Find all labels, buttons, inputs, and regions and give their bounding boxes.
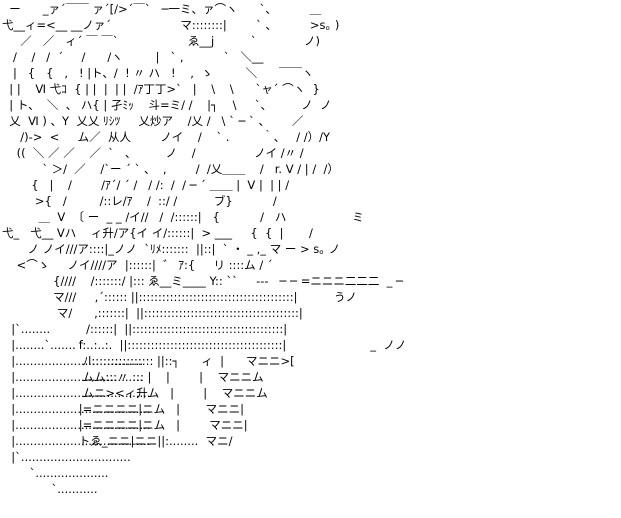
ascii-art-dot-line: |`........: [4, 322, 51, 336]
ascii-art-line: (( ＼ ／ ／ ／ ` 、 ノ / ノイ /〃 /: [2, 146, 304, 160]
ascii-art-dot-line: |.....................................: [4, 386, 151, 400]
ascii-art-dot-line: |.....................................: [4, 402, 151, 416]
ascii-art-dot-line: |`..............................: [4, 450, 131, 464]
ascii-art-line: トゑ_ニニ|ニニ||:........ マニ/: [2, 434, 233, 448]
ascii-art-line: ／ ／ ィ´ ￣ ￣` ゑ__j ` ノ): [2, 34, 320, 48]
ascii-art-dot-line: |........`.......: [4, 338, 76, 352]
ascii-art-line: /)-> < ム／ 从人 ノイ / ` . ｀、 / /）/Y: [2, 130, 331, 144]
ascii-art-line: ムニ><ィ升ム | | マニニム: [2, 386, 268, 400]
ascii-art-line: ノ ノイ///ア::::|_ノノ `ﾘﾒ::::::: ||::| ` ・ _ …: [2, 242, 341, 256]
ascii-art-line: >{ / /::レ/ｱ / ::/ / ブ} /: [2, 194, 277, 208]
ascii-art-text: ー _ァ´￣￣ ァ´[/>´￣` ─一ミ、ァ⌒ヽ `、 ＿ 弋__ィ=<__ _…: [2, 1, 406, 449]
ascii-art-line: <⌒ゝ ノイ////ア |::::::| ゛ ｱ:{ リ ::::ム / ´: [2, 258, 273, 272]
ascii-art-dot-line: |.....................................: [4, 434, 151, 448]
ascii-art-line: ` ＞/ ／ /`ー ´ ` 、 , / /乂＿＿ / r. Ⅴ / | / /…: [2, 162, 339, 176]
ascii-art-line: マ/ ,:::::::| ||:::::::::::::::::::::::::…: [2, 306, 303, 320]
ascii-art-dot-line: |.....................................: [4, 418, 151, 432]
ascii-art-dot-line: |...................................: [4, 370, 144, 384]
ascii-art-line: ＿ Ⅴ 〔 ー _ _ /イ// / /::::::| { / ハ ミ: [2, 210, 364, 224]
ascii-art-line: |=ニニニニ|ニム | マニニ|: [2, 418, 248, 432]
ascii-art-dot-line: `...........: [4, 482, 98, 496]
ascii-art-line: ー _ァ´￣￣ ァ´[/>´￣` ─一ミ、ァ⌒ヽ `、 ＿: [2, 2, 322, 16]
ascii-art-dot-line: `....................: [4, 466, 109, 480]
ascii-art-line: {//// /:::::::/ |::: ゑ__ミ____ Y:: `` ---…: [2, 274, 403, 288]
ascii-art-line: | { { , ! |ト、/ ! 〃 ハ ! , ゝ ＼ ￣￣ヽ: [2, 66, 314, 80]
ascii-art-line: { | / /ｱ´/ ´ / / /: / / ─ ´ ＿＿ | Ⅴ | | |…: [2, 178, 290, 192]
ascii-art-line: マ/// ,´:::::: ||::::::::::::::::::::::::…: [2, 290, 358, 304]
ascii-art-line: | ト、 ＼ 、 ハ{ | 孑ﾐｯ 斗=ミ/ / |┐ \ `、 ノ ノ: [2, 98, 332, 112]
ascii-art-line: /::::::| ||:::::::::::::::::::::::::::::…: [2, 322, 288, 336]
ascii-art-dotted-box: |`........ |........`....... |..........…: [4, 321, 150, 497]
ascii-art-dot-line: |...................................: [4, 354, 144, 368]
ascii-art-line: | | Ⅵ 弋ｺ { | | | | | /ｱ丁丁>` | \ \ `ャ´ ⌒ヽ…: [2, 82, 320, 96]
ascii-art-line: f:..:..:. ||::::::::::::::::::::::::::::…: [2, 338, 407, 352]
ascii-art-line: 乂 Ⅵ ) 、Y 乂乂 ﾘｼﾂ 乂炒ア /乂 / \ ` ─ ` 、 ／: [2, 114, 304, 128]
ascii-art-line: / / / ´ / /ヽ | ` , ` ＼__: [2, 50, 264, 64]
ascii-art-line: ﾉl:::::::::::::::: ||::┐ ィ | マニニ>[: [2, 354, 295, 368]
ascii-art-line: |=ニニニニ|ニム | マニニ|: [2, 402, 244, 416]
ascii-art-line: 弋__ィ=<__ __ノァ´ マ::::::::| ` 、 >s｡ ): [2, 18, 340, 32]
ascii-art-line: 弋_ 弋__ Ⅴハ ィ升/ア{イ イ/::::::| > ___ { { | /: [2, 226, 313, 240]
ascii-art-line: ムム:::〃 ::: | | | マニニム: [2, 370, 264, 384]
